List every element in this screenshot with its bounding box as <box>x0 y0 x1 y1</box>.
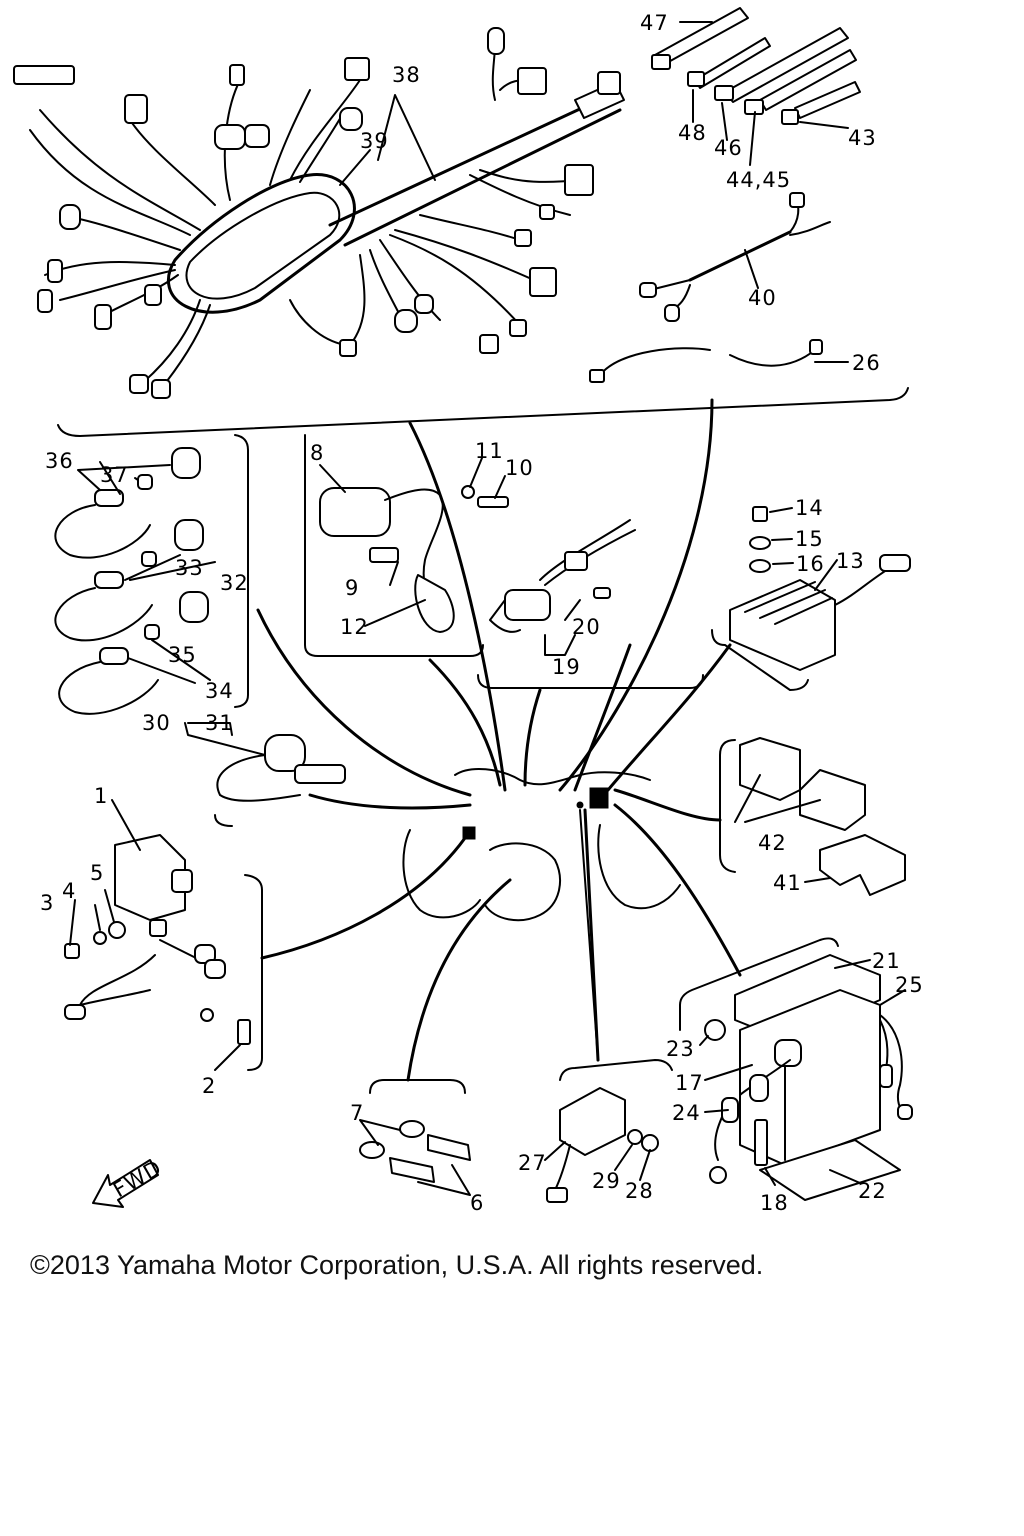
callout-13: 13 <box>836 549 865 573</box>
switch-assemblies <box>54 434 346 827</box>
rectifier-regulator-group <box>711 506 911 691</box>
callout-39: 39 <box>360 129 389 153</box>
callout-42: 42 <box>758 831 787 855</box>
callout-22: 22 <box>858 1179 887 1203</box>
callout-28: 28 <box>625 1179 654 1203</box>
callout-14: 14 <box>795 496 824 520</box>
callout-30: 30 <box>142 711 171 735</box>
callout-20: 20 <box>572 615 601 639</box>
wire-harness-assembly <box>13 27 625 399</box>
exploded-parts-diagram: FWD 47 38 39 48 46 43 44,45 40 26 36 37 … <box>13 7 924 1215</box>
callout-29: 29 <box>592 1169 621 1193</box>
callout-2: 2 <box>202 1074 216 1098</box>
forward-direction-arrow: FWD <box>92 1155 166 1208</box>
callout-7: 7 <box>350 1101 364 1125</box>
ignition-coil-group <box>304 434 509 657</box>
terminal-covers <box>719 737 906 896</box>
callout-1: 1 <box>94 784 108 808</box>
callout-47: 47 <box>640 11 669 35</box>
cable-ties <box>651 7 861 125</box>
callout-6: 6 <box>470 1191 484 1215</box>
callout-18: 18 <box>760 1191 789 1215</box>
cdi-unit-group <box>64 834 263 1071</box>
callout-21: 21 <box>872 949 901 973</box>
callout-11: 11 <box>475 439 504 463</box>
lead-wire <box>589 339 823 383</box>
callout-35: 35 <box>168 643 197 667</box>
callout-43: 43 <box>848 126 877 150</box>
callout-leaders <box>69 21 906 1196</box>
callout-4: 4 <box>62 879 76 903</box>
callout-41: 41 <box>773 871 802 895</box>
callout-31: 31 <box>205 711 234 735</box>
callout-5: 5 <box>90 861 104 885</box>
callout-44-45: 44,45 <box>726 168 791 192</box>
callout-36: 36 <box>45 449 74 473</box>
callout-10: 10 <box>505 456 534 480</box>
callout-26: 26 <box>852 351 881 375</box>
callout-34: 34 <box>205 679 234 703</box>
sub-wire-harness <box>639 192 831 322</box>
callout-23: 23 <box>666 1037 695 1061</box>
vehicle-outline <box>402 768 681 1061</box>
callout-48: 48 <box>678 121 707 145</box>
callout-38: 38 <box>392 63 421 87</box>
starter-relay-group <box>546 1059 673 1203</box>
callout-24: 24 <box>672 1101 701 1125</box>
callout-9: 9 <box>345 576 359 600</box>
callout-27: 27 <box>518 1151 547 1175</box>
callout-25: 25 <box>895 973 924 997</box>
callout-labels: 47 38 39 48 46 43 44,45 40 26 36 37 33 3… <box>40 11 924 1215</box>
spark-plug-group <box>359 1079 471 1183</box>
battery-group <box>679 937 913 1201</box>
callout-46: 46 <box>714 136 743 160</box>
callout-40: 40 <box>748 286 777 310</box>
copyright-notice: ©2013 Yamaha Motor Corporation, U.S.A. A… <box>30 1250 764 1280</box>
callout-17: 17 <box>675 1071 704 1095</box>
callout-19: 19 <box>552 655 581 679</box>
callout-15: 15 <box>795 527 824 551</box>
assembly-leaders <box>256 398 742 1082</box>
callout-16: 16 <box>796 552 825 576</box>
callout-12: 12 <box>340 615 369 639</box>
callout-3: 3 <box>40 891 54 915</box>
fwd-label: FWD <box>109 1155 166 1202</box>
callout-8: 8 <box>310 441 324 465</box>
callout-32: 32 <box>220 571 249 595</box>
callout-37: 37 <box>100 463 129 487</box>
callout-33: 33 <box>175 556 204 580</box>
